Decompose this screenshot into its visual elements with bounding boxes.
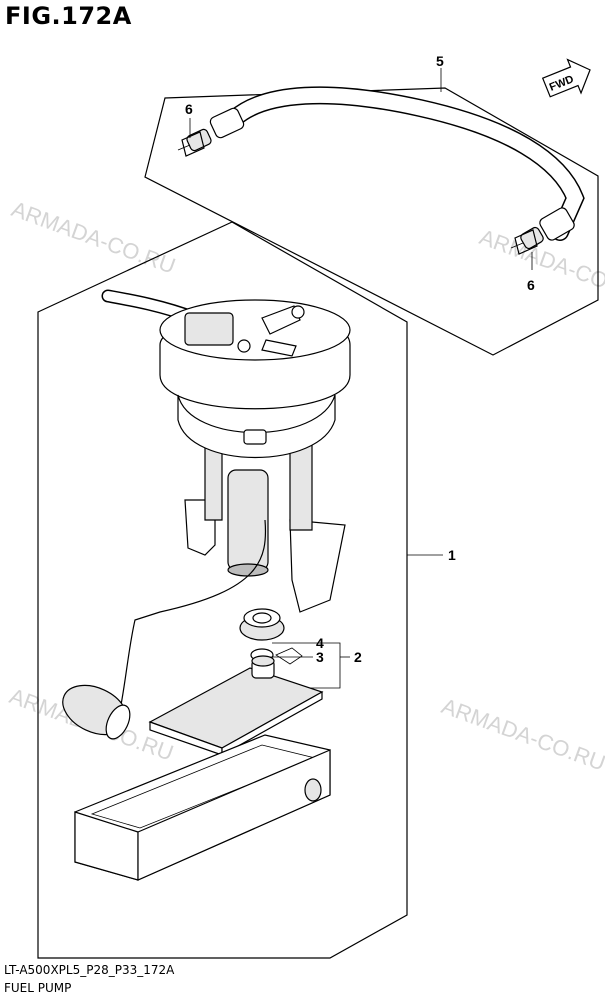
- fuel-filter: [148, 655, 324, 757]
- callout-3: 3: [316, 649, 324, 665]
- hose-clamp-left: [177, 131, 205, 157]
- fuel-level-float: [62, 519, 267, 740]
- fuel-hose: [186, 86, 585, 250]
- callout-4: 4: [316, 635, 324, 651]
- callout-6-upper: 6: [185, 101, 193, 117]
- filter-connector: [239, 608, 285, 641]
- fuel-pump-assembly: [101, 289, 351, 613]
- fwd-direction-arrow: FWD: [541, 58, 591, 98]
- fuel-pump-tray: [74, 734, 331, 881]
- watermark-4: ARMADA-CO.RU: [438, 693, 605, 775]
- callout-2: 2: [354, 649, 362, 665]
- callout-1: 1: [448, 547, 456, 563]
- callout-6-lower: 6: [527, 277, 535, 293]
- figure-name: FUEL PUMP: [4, 981, 72, 995]
- hose-clamp-right: [510, 229, 538, 255]
- retaining-clip: [275, 647, 303, 665]
- pump-group-frame: [37, 221, 408, 959]
- hose-group-frame: [144, 87, 599, 356]
- callout-5: 5: [436, 53, 444, 69]
- figure-title: FIG.172A: [5, 2, 132, 30]
- leader-4: [272, 642, 341, 689]
- watermark-1: ARMADA-CO.RU: [8, 196, 179, 278]
- figure-code: LT-A500XPL5_P28_P33_172A: [4, 963, 175, 977]
